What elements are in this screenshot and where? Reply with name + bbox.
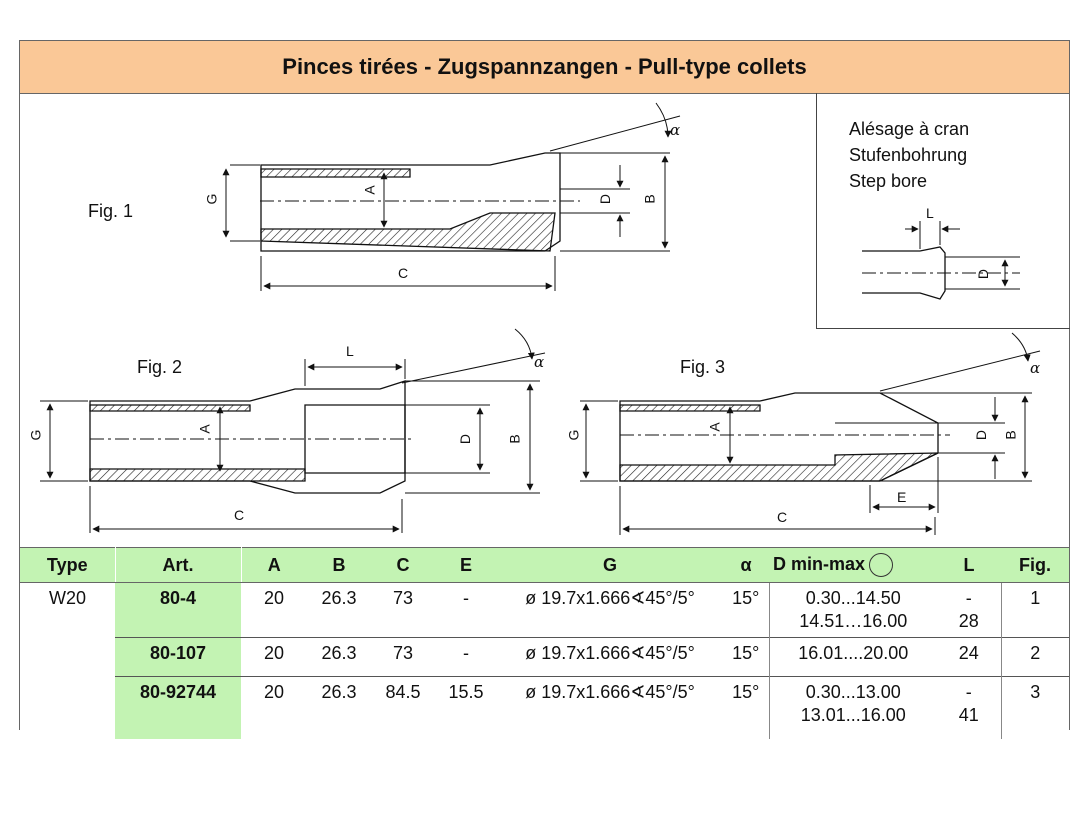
cell-a: 20 — [241, 676, 307, 739]
cell-type: W20 — [48, 588, 86, 608]
fig1-dim-B: B — [641, 194, 658, 204]
header-d-min-max: D min-max — [769, 547, 937, 583]
fig1-drawing — [222, 102, 681, 291]
cell-g: ø 19.7x1.666∢45°/5° — [525, 588, 695, 608]
header-a: A — [241, 547, 307, 583]
cell-d-range: 0.30...14.50 14.51…16.00 — [768, 582, 937, 638]
cell-l-1: - — [965, 682, 972, 702]
cell-type — [20, 638, 115, 677]
fig2-drawing — [40, 328, 546, 533]
page-title: Pinces tirées - Zugspannzangen - Pull-ty… — [20, 41, 1069, 94]
fig1-dim-A: A — [361, 185, 378, 195]
fig3-label: Fig. 3 — [680, 357, 726, 377]
cell-c: 73 — [371, 637, 435, 677]
cell-c: 73 — [392, 588, 414, 608]
fig3-dim-alpha: α — [1030, 359, 1041, 377]
fig2-dim-B: B — [506, 434, 523, 444]
cell-a: 20 — [241, 637, 307, 677]
cell-a: 20 — [263, 588, 285, 608]
header-e: E — [435, 547, 497, 583]
cell-l-1: - — [965, 588, 972, 608]
fig1-dim-C: C — [398, 265, 409, 281]
cell-d-range: 0.30...13.00 13.01...16.00 — [768, 676, 937, 739]
header-l: L — [937, 547, 1001, 583]
cell-l: 24 — [937, 637, 1001, 677]
cell-c: 84.5 — [371, 676, 435, 739]
table-header-row: Type Art. A B C E G α D min-max L Fig. — [20, 547, 1069, 583]
collet-spec-table: Type Art. A B C E G α D min-max L Fig. W… — [20, 547, 1069, 739]
cell-e: 15.5 — [435, 676, 497, 739]
cell-d-range-2: 13.01...16.00 — [800, 705, 906, 725]
inset-label-en: Step bore — [849, 171, 928, 191]
cell-alpha: 15° — [732, 588, 760, 608]
fig1-dim-alpha: α — [670, 121, 681, 139]
header-art: Art. — [115, 547, 242, 583]
cell-type — [20, 677, 115, 740]
fig2-label: Fig. 2 — [137, 357, 183, 377]
cell-fig: 1 — [1000, 582, 1069, 638]
table-row: 80-92744 20 26.3 84.5 15.5 ø 19.7x1.666∢… — [20, 676, 1069, 740]
inset-label-fr: Alésage à cran — [849, 119, 970, 139]
fig2-dim-C: C — [234, 507, 245, 523]
cell-l: - 28 — [937, 583, 1001, 638]
fig3-dim-E: E — [897, 489, 907, 505]
fig1-dim-G: G — [203, 193, 220, 205]
cell-b: 26.3 — [307, 676, 371, 739]
cell-b: 26.3 — [321, 588, 357, 608]
cell-d-range-1: 0.30...14.50 — [805, 588, 901, 608]
cell-b: 26.3 — [307, 637, 371, 677]
fig2-dim-G: G — [27, 429, 44, 441]
table-row: W20 80-4 20 26.3 73 - ø 19.7x1.666∢45°/5… — [20, 582, 1069, 638]
header-c: C — [371, 547, 435, 583]
cell-art: 80-107 — [115, 637, 241, 677]
fig2-dim-alpha: α — [534, 353, 545, 371]
table-row: 80-107 20 26.3 73 - ø 19.7x1.666∢45°/5° … — [20, 637, 1069, 677]
fig3-dim-B: B — [1002, 430, 1019, 440]
fig3-drawing — [580, 332, 1041, 535]
fig2-dim-L: L — [346, 343, 354, 359]
cell-alpha: 15° — [723, 637, 769, 677]
fig3-dim-C: C — [777, 509, 788, 525]
inset-label-de: Stufenbohrung — [849, 145, 968, 165]
cell-e: - — [463, 588, 469, 608]
cell-fig: 2 — [1000, 637, 1069, 677]
inset-dim-D: D — [975, 268, 992, 280]
cell-l: - 41 — [937, 676, 1001, 739]
cell-d-range-2: 14.51…16.00 — [799, 611, 908, 631]
header-d-min-max-label: D min-max — [773, 553, 866, 574]
cell-fig: 3 — [1000, 676, 1069, 739]
step-bore-inset: Alésage à cran Stufenbohrung Step bore — [816, 93, 1070, 329]
cell-d-range-1: 0.30...13.00 — [805, 682, 901, 702]
fig2-dim-A: A — [196, 424, 213, 434]
cell-l-2: 41 — [958, 705, 979, 725]
header-type: Type — [20, 547, 116, 583]
inset-dim-L: L — [926, 205, 934, 221]
cell-l-2: 28 — [958, 611, 979, 631]
cell-alpha: 15° — [723, 676, 769, 739]
cell-g: ø 19.7x1.666∢45°/5° — [497, 637, 723, 677]
fig1-dim-D: D — [597, 193, 614, 205]
circle-icon — [869, 553, 894, 577]
cell-art: 80-92744 — [115, 676, 241, 739]
fig3-dim-D: D — [973, 429, 990, 441]
header-b: B — [307, 547, 371, 583]
step-bore-drawing — [862, 221, 1020, 300]
cell-d-range: 16.01....20.00 — [768, 637, 937, 677]
fig2-dim-D: D — [457, 433, 474, 445]
collet-drawings — [40, 102, 1041, 535]
header-alpha: α — [723, 547, 769, 583]
fig1-label: Fig. 1 — [88, 201, 134, 221]
header-g: G — [497, 547, 723, 583]
header-fig: Fig. — [1001, 547, 1069, 583]
cell-art: 80-4 — [115, 582, 241, 638]
cell-g: ø 19.7x1.666∢45°/5° — [497, 676, 723, 739]
fig3-dim-A: A — [706, 422, 723, 432]
catalog-sheet: Pinces tirées - Zugspannzangen - Pull-ty… — [19, 40, 1070, 739]
fig3-dim-G: G — [565, 429, 582, 441]
cell-e: - — [435, 637, 497, 677]
